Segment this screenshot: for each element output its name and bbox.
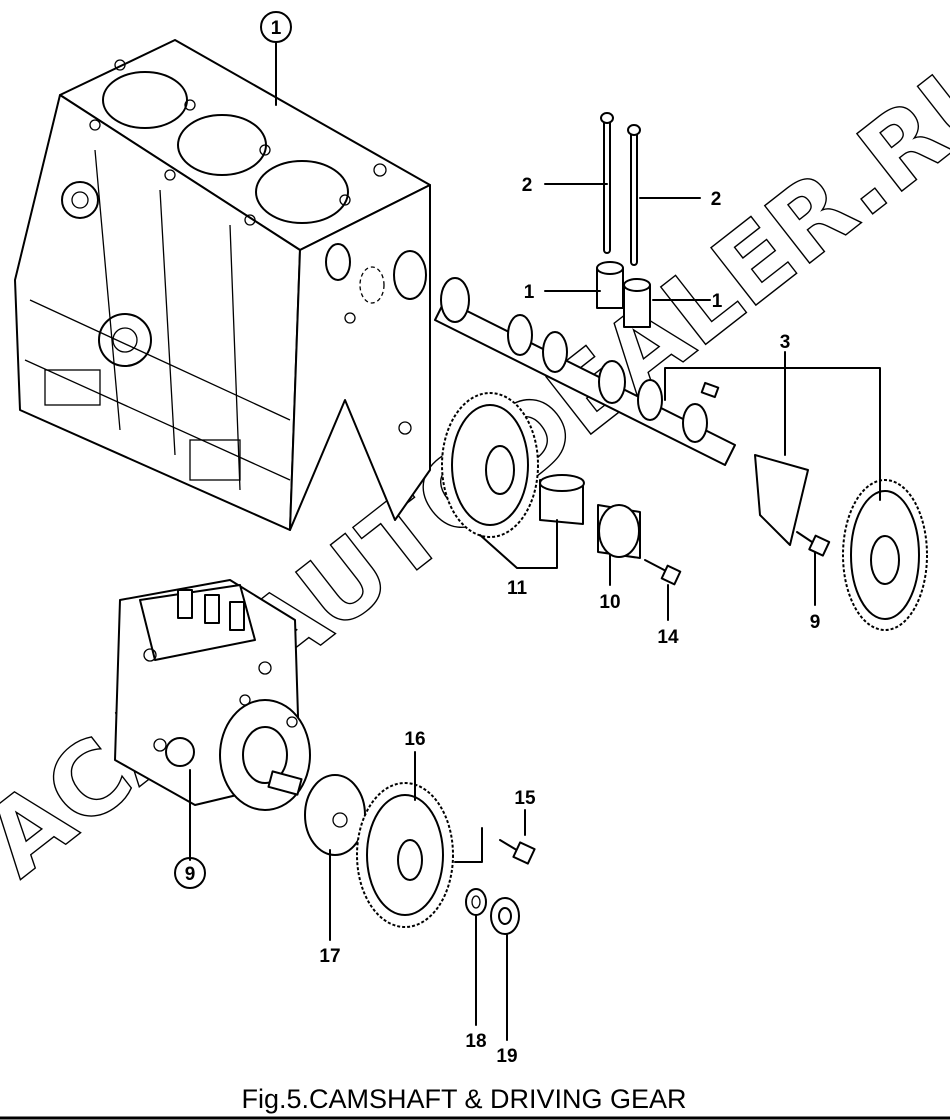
callout-circle-1 [260, 11, 292, 43]
callout-15: 15 [514, 788, 536, 809]
callout-11: 11 [507, 578, 528, 599]
injection-pump [114, 579, 311, 811]
leader-lines [189, 41, 881, 1041]
callout-3: 3 [780, 332, 791, 353]
cylinder-block [14, 39, 431, 531]
callout-1-tappet-right: 1 [712, 291, 723, 312]
callout-18: 18 [465, 1031, 486, 1052]
callout-circle-9 [174, 857, 206, 889]
callout-2-left: 2 [522, 175, 533, 196]
bolts [499, 531, 831, 865]
callout-9-left: 9 [185, 864, 196, 885]
figure-caption: Fig.5.CAMSHAFT & DRIVING GEAR [241, 1084, 686, 1114]
callout-17: 17 [319, 946, 340, 967]
callout-2-right: 2 [711, 189, 722, 210]
callout-19: 19 [496, 1046, 517, 1067]
callout-labels: 1 2 2 1 1 3 11 10 14 9 9 16 15 17 18 19 [174, 11, 821, 1067]
tappets [596, 261, 651, 328]
camshaft-gear [754, 454, 928, 631]
callout-16: 16 [404, 729, 425, 750]
callout-14: 14 [657, 627, 679, 648]
callout-10: 10 [599, 592, 620, 613]
idle-gear-assembly [441, 392, 641, 559]
push-rods [600, 112, 641, 266]
pump-gear-assembly [304, 774, 520, 935]
callout-1: 1 [271, 18, 282, 39]
callout-1-tappet-left: 1 [524, 282, 535, 303]
camshaft [434, 277, 736, 466]
callout-9-right: 9 [810, 612, 821, 633]
